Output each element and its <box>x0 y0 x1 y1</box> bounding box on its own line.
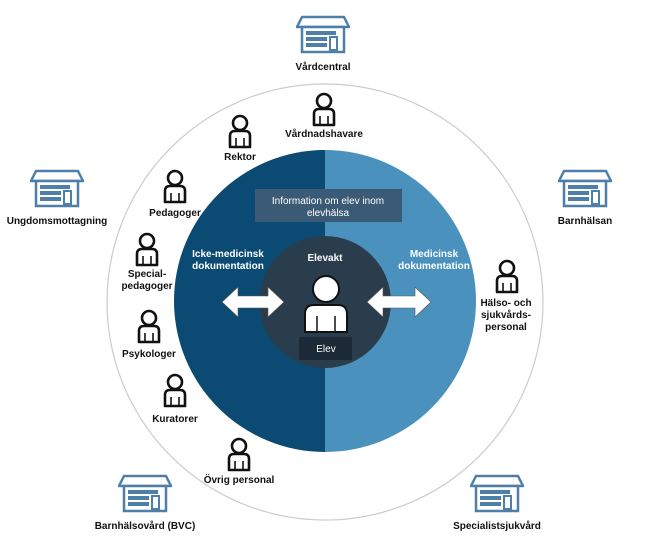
psykologer-label: Psykologer <box>122 349 176 360</box>
ovrig-personal-label: Övrig personal <box>204 473 275 486</box>
specialpedagoger-label-2: pedagoger <box>121 281 172 292</box>
rektor-person-icon <box>228 114 252 149</box>
non-medical-label-1: Icke-medicinsk <box>192 249 264 260</box>
ungdomsmottagning-label: Ungdomsmottagning <box>7 216 108 227</box>
halso-sjukvard-label-3: personal <box>485 322 527 333</box>
elevakt-label: Elevakt <box>307 253 343 264</box>
vardcentral-label: Vårdcentral <box>295 61 350 73</box>
left-double-arrow <box>221 286 285 318</box>
non-medical-label-2: dokumentation <box>192 261 264 272</box>
info-text-2: elevhälsa <box>307 208 350 219</box>
info-text-1: Information om elev inom <box>272 196 384 207</box>
vardnadshavare-person-icon <box>312 92 336 127</box>
halso-sjukvard-label-1: Hälso- och <box>480 298 531 309</box>
specialist-label: Specialistsjukvård <box>453 520 541 532</box>
halso-sjukvard-person-icon <box>495 259 519 294</box>
medical-label-2: dokumentation <box>398 261 470 272</box>
vardnadshavare-label: Vårdnadshavare <box>285 128 363 140</box>
vardcentral-building-icon <box>295 15 351 54</box>
info-box <box>255 189 402 222</box>
kuratorer-person-icon <box>163 373 187 408</box>
barnhalsan-label: Barnhälsan <box>558 216 612 227</box>
pedagoger-person-icon <box>163 169 187 204</box>
specialpedagoger-person-icon <box>135 232 159 267</box>
halso-sjukvard-label-2: sjukvårds- <box>481 309 531 321</box>
bvc-building-icon <box>117 474 173 513</box>
pedagoger-label: Pedagoger <box>149 208 201 219</box>
right-double-arrow <box>366 286 432 318</box>
rektor-label: Rektor <box>224 152 256 163</box>
psykologer-person-icon <box>137 309 161 344</box>
elev-box <box>299 337 352 360</box>
specialpedagoger-label-1: Special- <box>128 269 166 280</box>
ungdomsmottagning-building-icon <box>29 169 85 208</box>
medical-label-1: Medicinsk <box>410 249 459 260</box>
elev-label: Elev <box>316 344 335 355</box>
specialist-building-icon <box>469 474 525 513</box>
ovrig-personal-person-icon <box>227 437 251 472</box>
bvc-label: Barnhälsovård (BVC) <box>95 520 196 532</box>
kuratorer-label: Kuratorer <box>152 414 198 425</box>
barnhalsan-building-icon <box>557 169 613 208</box>
student-icon <box>304 275 348 333</box>
